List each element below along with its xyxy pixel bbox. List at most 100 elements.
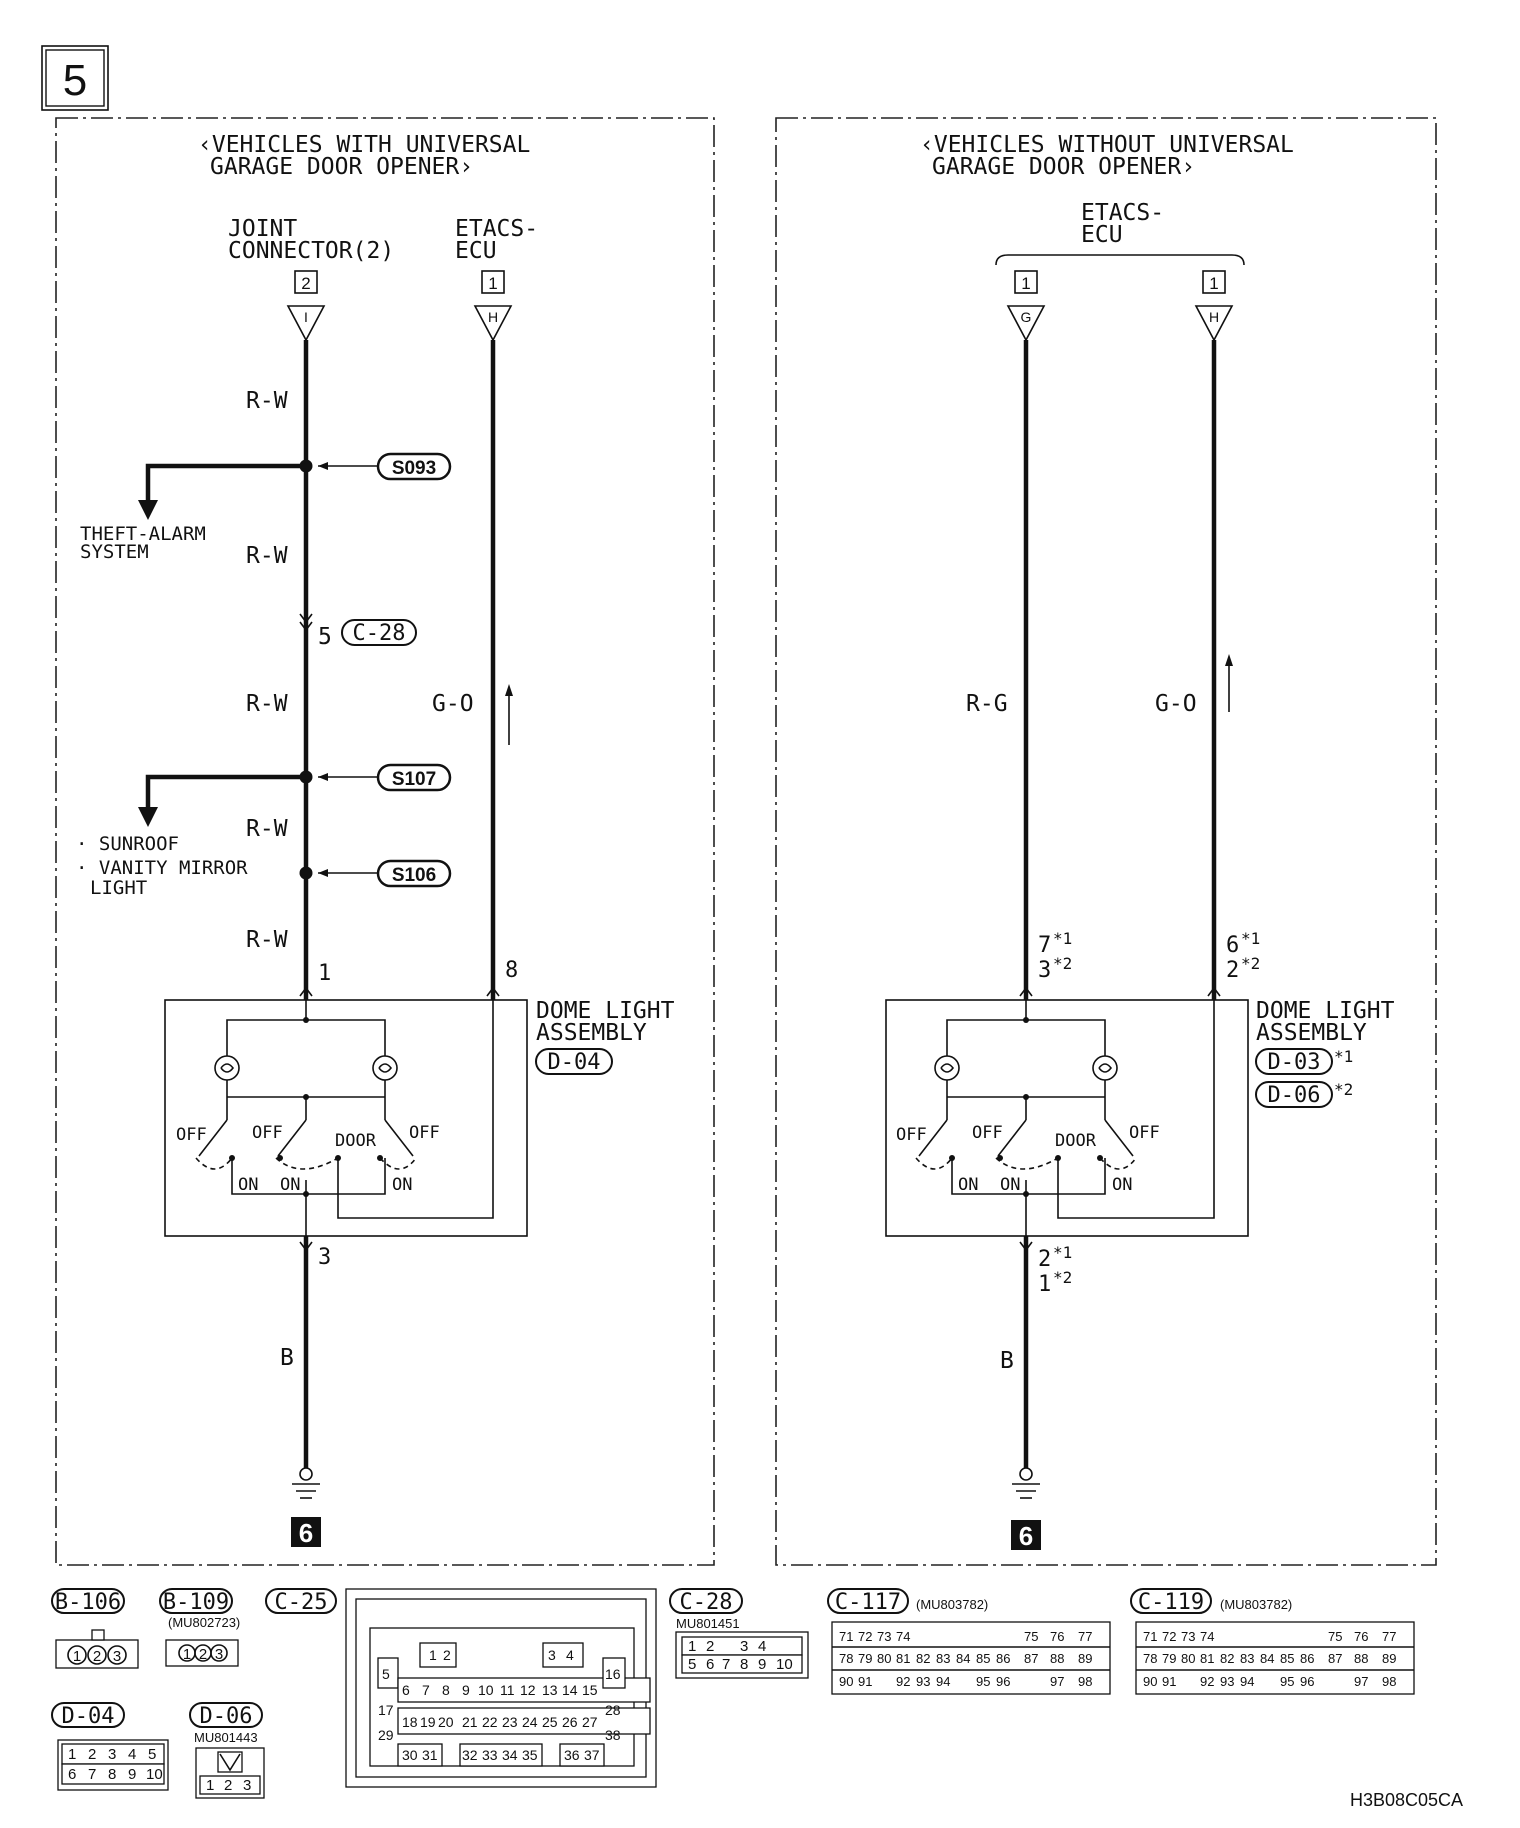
svg-text:6: 6 xyxy=(68,1766,76,1783)
dome-light-assembly-left: OFF OFF DOOR OFF ON ON ON xyxy=(164,986,528,1237)
ground-number-left: 6 xyxy=(299,1518,313,1548)
svg-text:ON: ON xyxy=(958,1175,978,1195)
svg-text:ON: ON xyxy=(280,1175,300,1195)
svg-text:3: 3 xyxy=(108,1746,116,1763)
left-header-line1: ‹VEHICLES WITH UNIVERSAL xyxy=(198,132,530,158)
svg-text:81: 81 xyxy=(1200,1651,1214,1666)
svg-text:1: 1 xyxy=(68,1746,76,1763)
svg-text:96: 96 xyxy=(1300,1674,1314,1689)
svg-text:3: 3 xyxy=(740,1638,748,1655)
svg-text:82: 82 xyxy=(1220,1651,1234,1666)
svg-text:ON: ON xyxy=(392,1175,412,1195)
assembly-ref-d06: D-06 xyxy=(1268,1083,1321,1108)
sunroof-label-2: · VANITY MIRROR xyxy=(76,857,248,879)
svg-text:94: 94 xyxy=(1240,1674,1254,1689)
svg-text:1: 1 xyxy=(688,1638,696,1655)
svg-text:2: 2 xyxy=(1226,958,1239,983)
svg-text:2: 2 xyxy=(224,1777,232,1794)
joint-connector-box xyxy=(294,270,318,294)
svg-text:83: 83 xyxy=(936,1651,950,1666)
svg-text:84: 84 xyxy=(956,1651,970,1666)
svg-text:80: 80 xyxy=(877,1651,891,1666)
section-number: 5 xyxy=(63,56,87,105)
svg-text:79: 79 xyxy=(1162,1651,1176,1666)
svg-text:OFF: OFF xyxy=(1129,1123,1160,1143)
svg-text:91: 91 xyxy=(1162,1674,1176,1689)
svg-text:OFF: OFF xyxy=(409,1123,440,1143)
svg-text:OFF: OFF xyxy=(176,1125,207,1145)
svg-text:71: 71 xyxy=(1143,1629,1157,1644)
connector-d06-part: MU801443 xyxy=(194,1730,258,1745)
svg-text:86: 86 xyxy=(996,1651,1010,1666)
right-panel-frame xyxy=(775,117,1437,1566)
svg-text:*1: *1 xyxy=(1053,929,1072,948)
svg-text:73: 73 xyxy=(1181,1629,1195,1644)
svg-text:2: 2 xyxy=(706,1638,714,1655)
svg-text:34: 34 xyxy=(502,1747,518,1763)
svg-text:26: 26 xyxy=(562,1714,578,1730)
svg-text:74: 74 xyxy=(1200,1629,1214,1644)
inline-connector-pin: 5 xyxy=(318,624,332,650)
svg-text:75: 75 xyxy=(1328,1629,1342,1644)
svg-text:76: 76 xyxy=(1354,1629,1368,1644)
svg-text:21: 21 xyxy=(462,1714,478,1730)
wire-color-rw-1: R-W xyxy=(246,388,288,414)
assembly-right-label-2: ASSEMBLY xyxy=(1256,1020,1367,1046)
svg-text:75: 75 xyxy=(1024,1629,1038,1644)
svg-text:11: 11 xyxy=(500,1682,515,1698)
etacs-right-pin-h xyxy=(1194,305,1234,342)
wire-color-rg: R-G xyxy=(966,691,1008,717)
svg-text:13: 13 xyxy=(542,1682,558,1698)
svg-text:32: 32 xyxy=(462,1747,478,1763)
svg-text:91: 91 xyxy=(858,1674,872,1689)
svg-text:6: 6 xyxy=(706,1656,714,1673)
wire-color-rw-2: R-W xyxy=(246,543,288,569)
svg-text:9: 9 xyxy=(758,1656,766,1673)
svg-text:*2: *2 xyxy=(1053,954,1072,973)
svg-text:72: 72 xyxy=(858,1629,872,1644)
svg-text:88: 88 xyxy=(1354,1651,1368,1666)
svg-text:1: 1 xyxy=(73,1648,81,1665)
wire-color-rw-5: R-W xyxy=(246,927,288,953)
left-panel: ‹VEHICLES WITH UNIVERSAL GARAGE DOOR OPE… xyxy=(55,117,715,1566)
svg-text:3: 3 xyxy=(1038,958,1051,983)
svg-text:1: 1 xyxy=(1021,274,1030,293)
svg-text:78: 78 xyxy=(1143,1651,1157,1666)
ground-number-right: 6 xyxy=(1019,1521,1033,1551)
svg-text:37: 37 xyxy=(584,1747,600,1763)
connector-c28-part: MU801451 xyxy=(676,1616,740,1631)
left-header-line2: GARAGE DOOR OPENER› xyxy=(210,154,473,180)
svg-text:3: 3 xyxy=(243,1777,251,1794)
svg-text:85: 85 xyxy=(1280,1651,1294,1666)
svg-text:30: 30 xyxy=(402,1747,418,1763)
svg-text:*1: *1 xyxy=(1334,1047,1353,1066)
svg-text:10: 10 xyxy=(776,1656,793,1673)
svg-text:2: 2 xyxy=(199,1646,207,1663)
svg-text:74: 74 xyxy=(896,1629,910,1644)
right-etacs-label-2: ECU xyxy=(1081,222,1123,248)
svg-text:95: 95 xyxy=(1280,1674,1294,1689)
splice-s093-label: S093 xyxy=(392,458,436,479)
svg-text:2: 2 xyxy=(88,1746,96,1763)
svg-text:5: 5 xyxy=(148,1746,156,1763)
svg-text:86: 86 xyxy=(1300,1651,1314,1666)
svg-text:8: 8 xyxy=(740,1656,748,1673)
svg-text:6: 6 xyxy=(1226,933,1239,958)
svg-text:10: 10 xyxy=(478,1682,494,1698)
svg-text:95: 95 xyxy=(976,1674,990,1689)
svg-text:9: 9 xyxy=(462,1682,470,1698)
sunroof-label-3: LIGHT xyxy=(90,877,147,899)
splice-s107-label: S107 xyxy=(392,769,436,790)
svg-text:ON: ON xyxy=(238,1175,258,1195)
svg-text:1: 1 xyxy=(1038,1272,1051,1297)
svg-text:33: 33 xyxy=(482,1747,498,1763)
svg-text:88: 88 xyxy=(1050,1651,1064,1666)
wire-color-go-right: G-O xyxy=(1155,691,1197,717)
svg-text:97: 97 xyxy=(1050,1674,1064,1689)
connector-c25-ref: C-25 xyxy=(275,1590,328,1615)
svg-text:7: 7 xyxy=(722,1656,730,1673)
svg-text:87: 87 xyxy=(1328,1651,1342,1666)
svg-text:1: 1 xyxy=(183,1646,191,1663)
svg-text:92: 92 xyxy=(1200,1674,1214,1689)
svg-text:77: 77 xyxy=(1382,1629,1396,1644)
